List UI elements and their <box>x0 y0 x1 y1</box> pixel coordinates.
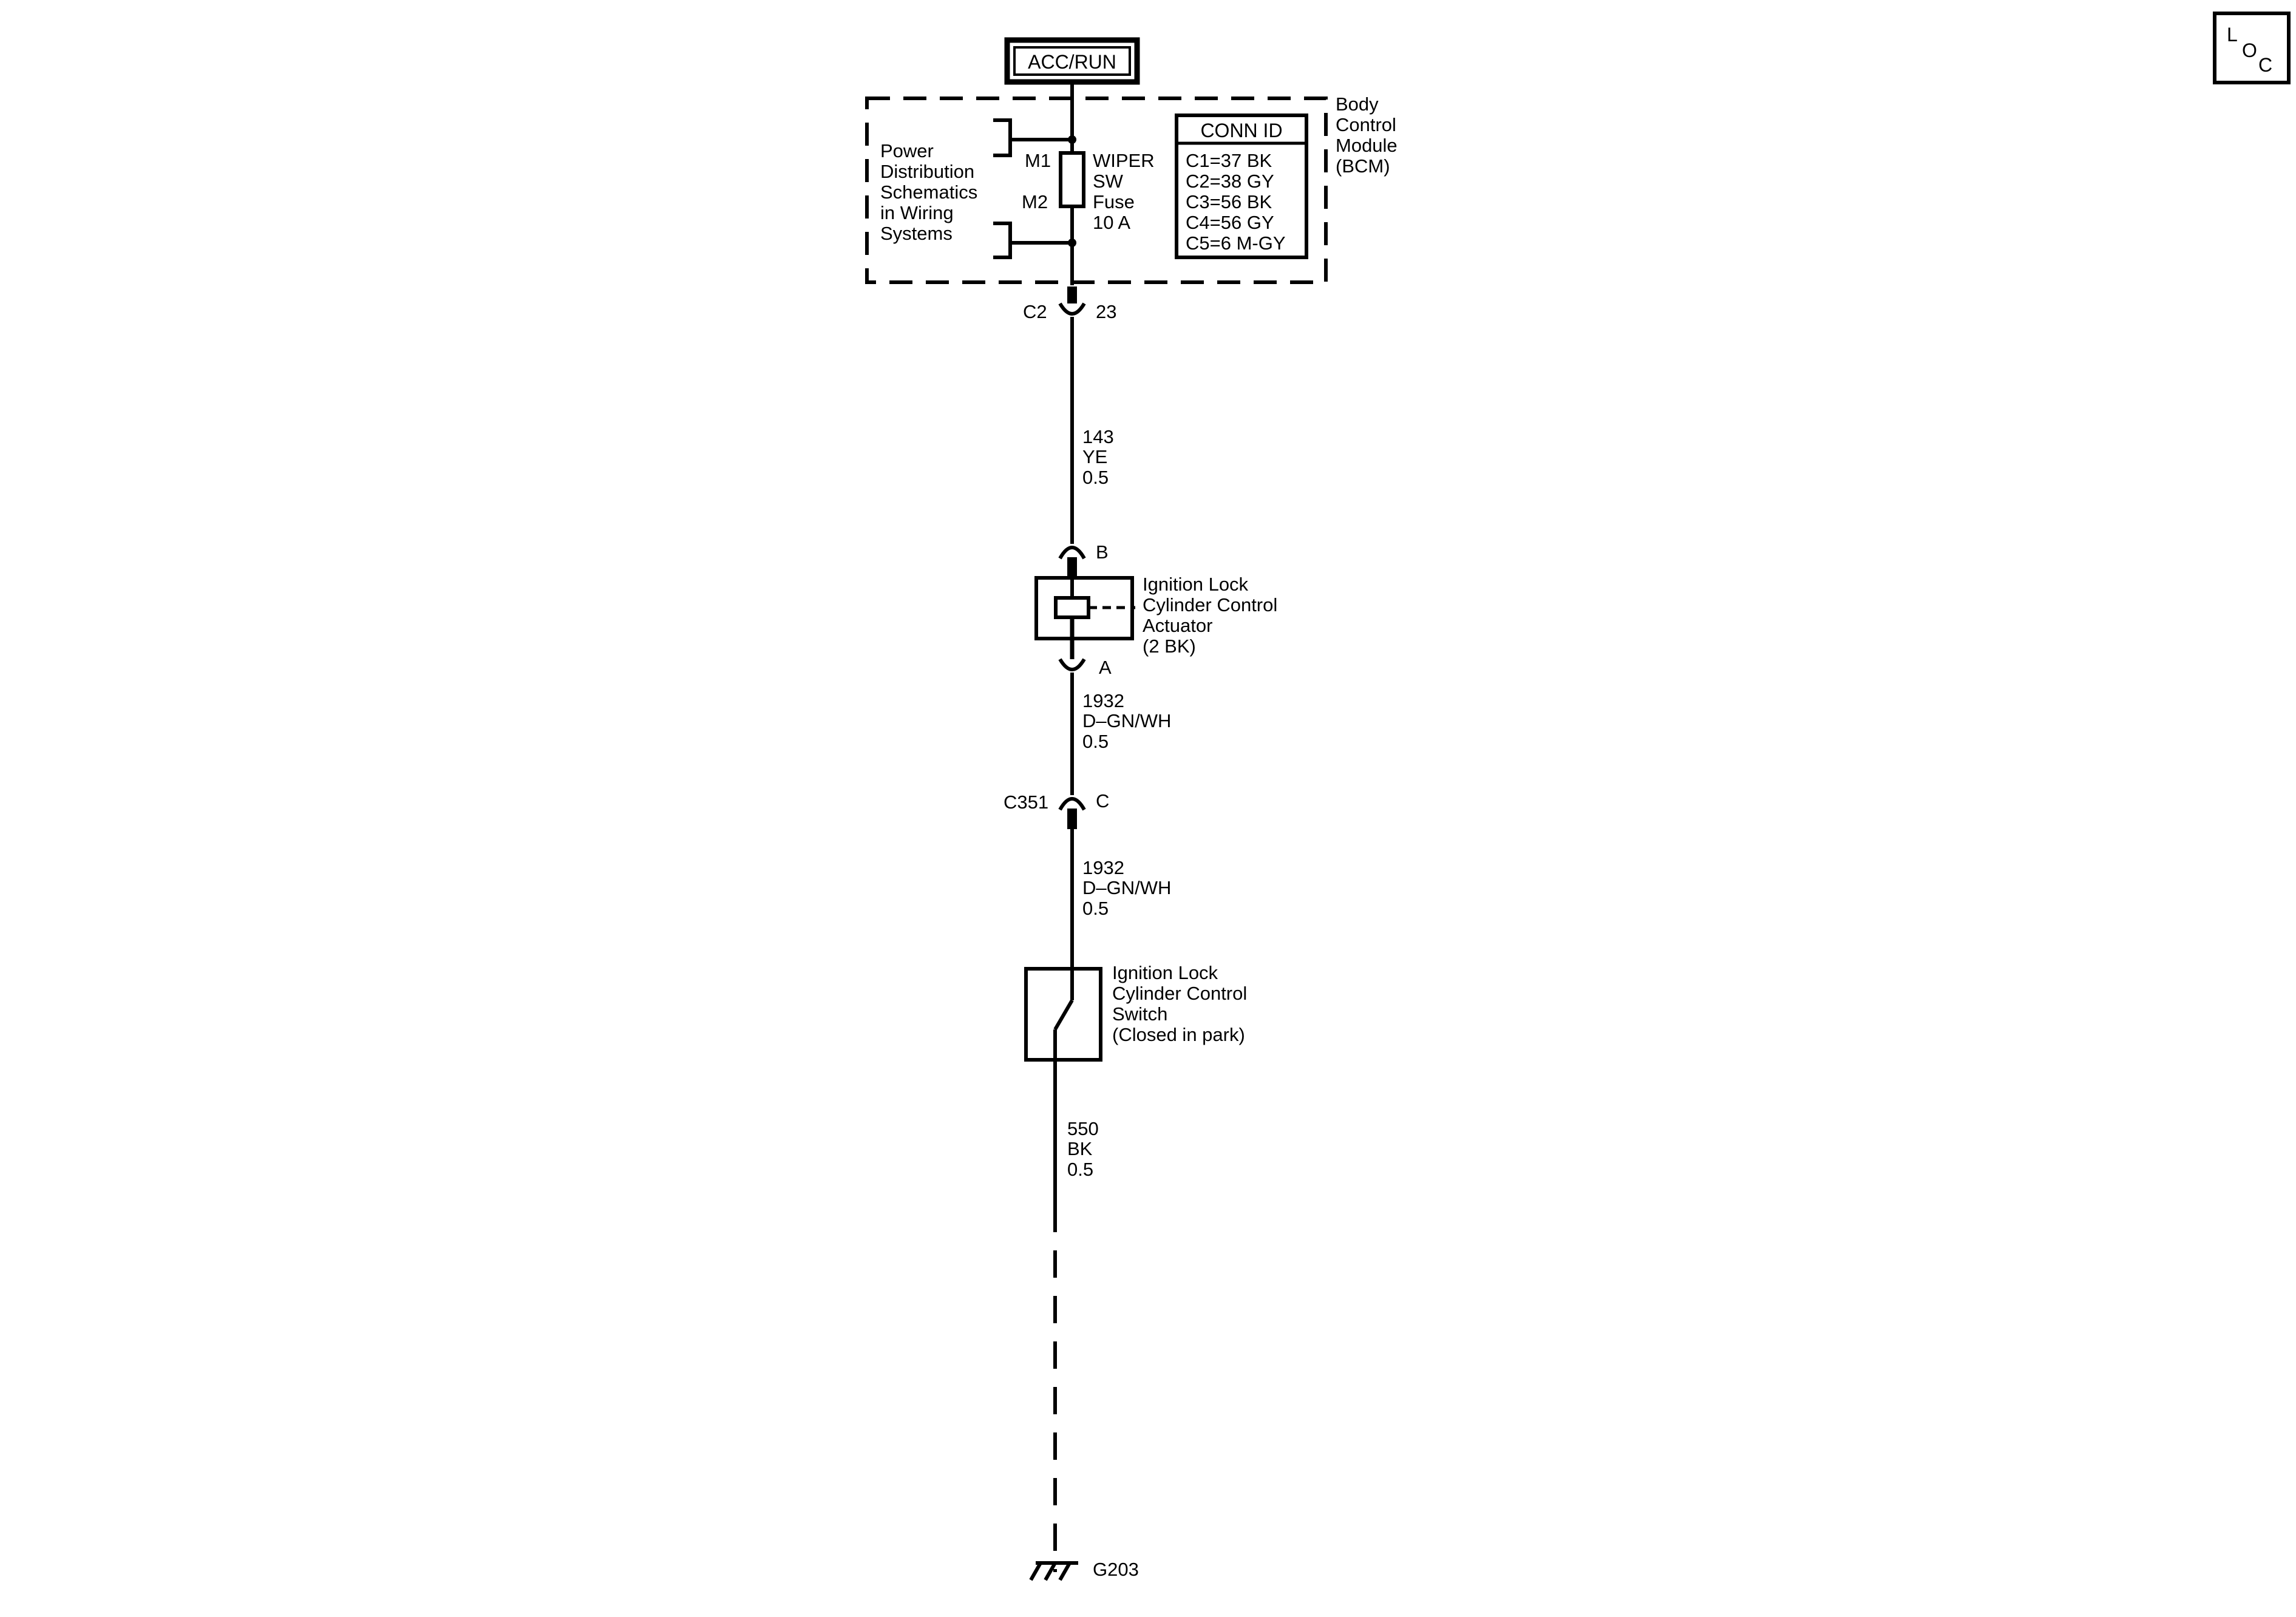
conn-id-title: CONN ID <box>1200 120 1282 141</box>
conn-id-c1: C1=37 BK <box>1186 150 1272 171</box>
ground-symbol <box>1029 1561 1078 1581</box>
wire-550-circuit: 550 <box>1067 1118 1099 1139</box>
conn-id-c3: C3=56 BK <box>1186 191 1272 212</box>
wire-1932-a-color: D–GN/WH <box>1082 710 1171 731</box>
conn-id-c5: C5=6 M-GY <box>1186 232 1286 254</box>
actuator-text-2: Cylinder Control <box>1143 594 1277 615</box>
actuator-text-3: Actuator <box>1143 615 1212 636</box>
connector-c351-pin: C <box>1096 790 1109 812</box>
loc-badge: L O C <box>2213 12 2291 84</box>
bcm-boundary <box>865 97 1328 284</box>
wire-550-gauge: 0.5 <box>1067 1159 1093 1180</box>
wire-143-gauge: 0.5 <box>1082 467 1109 488</box>
wire-1932-b-circuit: 1932 <box>1082 857 1124 878</box>
connector-c2-label: C2 <box>1023 301 1047 322</box>
bcm-text-4: (BCM) <box>1336 155 1390 177</box>
wire-550-color: BK <box>1067 1138 1093 1159</box>
power-source-label: ACC/RUN <box>1028 51 1116 73</box>
power-source-box: ACC/RUN <box>1004 37 1140 85</box>
actuator-text-1: Ignition Lock <box>1143 574 1249 595</box>
actuator-text-4: (2 BK) <box>1143 636 1196 657</box>
bcm-text-2: Control <box>1336 114 1396 135</box>
fuse-text-2: SW <box>1093 171 1124 192</box>
loc-badge-l: L <box>2227 24 2238 46</box>
switch-text-3: Switch <box>1112 1003 1167 1025</box>
power-dist-text-1: Power <box>880 140 934 161</box>
conn-id-c4: C4=56 GY <box>1186 212 1274 233</box>
loc-badge-o: O <box>2242 39 2257 61</box>
wire-1932-a-circuit: 1932 <box>1082 690 1124 711</box>
power-dist-text-3: Schematics <box>880 181 977 203</box>
power-dist-text-2: Distribution <box>880 161 974 182</box>
power-dist-text-4: in Wiring <box>880 202 954 223</box>
connector-c2-pin: 23 <box>1096 301 1116 322</box>
loc-badge-c: C <box>2258 54 2272 76</box>
switch-text-1: Ignition Lock <box>1112 962 1218 983</box>
switch-text-4: (Closed in park) <box>1112 1024 1245 1045</box>
wire-1932-a-gauge: 0.5 <box>1082 731 1109 752</box>
fuse-text-4: 10 A <box>1093 212 1130 233</box>
terminal-m2: M2 <box>1022 191 1048 212</box>
wire-1932-b-gauge: 0.5 <box>1082 898 1109 919</box>
actuator-connector-a <box>1058 658 1086 671</box>
ground-label: G203 <box>1093 1559 1139 1580</box>
wire-143-color: YE <box>1082 446 1107 467</box>
bcm-text-1: Body <box>1336 93 1379 115</box>
connector-c2 <box>1058 286 1086 316</box>
ignition-lock-actuator <box>1034 576 1135 659</box>
bcm-text-3: Module <box>1336 135 1398 156</box>
fuse-symbol <box>1059 151 1085 208</box>
connector-c351 <box>1058 797 1086 829</box>
wire-1932-b-color: D–GN/WH <box>1082 877 1171 898</box>
connector-c351-label: C351 <box>1004 792 1048 813</box>
terminal-m1: M1 <box>1025 150 1051 171</box>
conn-id-c2: C2=38 GY <box>1186 171 1274 192</box>
actuator-pin-a: A <box>1099 657 1112 678</box>
ignition-lock-switch <box>1024 967 1102 1062</box>
fuse-text-1: WIPER <box>1093 150 1155 171</box>
actuator-connector-b <box>1058 546 1086 578</box>
actuator-pin-b: B <box>1096 541 1109 563</box>
power-dist-text-5: Systems <box>880 223 953 244</box>
switch-text-2: Cylinder Control <box>1112 983 1247 1004</box>
conn-id-table: CONN ID C1=37 BK C2=38 GY C3=56 BK C4=56… <box>1175 114 1308 259</box>
fuse-text-3: Fuse <box>1093 191 1135 212</box>
m2-bracket <box>993 222 1012 259</box>
m1-bracket <box>993 118 1012 157</box>
wire-143-circuit: 143 <box>1082 426 1114 447</box>
